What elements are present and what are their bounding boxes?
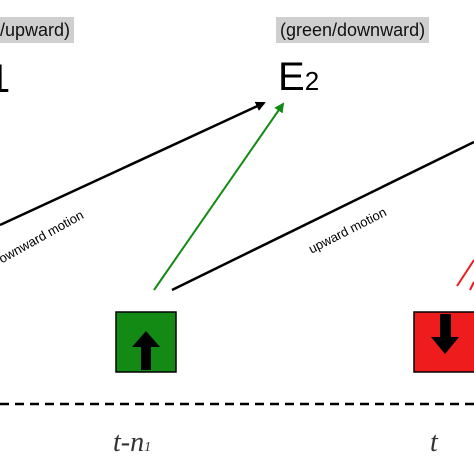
left-state-label-text: d/upward) — [0, 20, 71, 40]
time-tick-t: t — [430, 427, 438, 458]
red-arrow-partial-2 — [469, 281, 474, 291]
tick-left-main: t-n — [113, 427, 145, 458]
right-state-label-text: (green/downward) — [280, 20, 426, 40]
downward-motion-arrow — [0, 101, 266, 227]
down-arrow-icon — [431, 314, 459, 354]
e2-main: E — [278, 55, 305, 99]
tick-left-sub: 1 — [144, 440, 152, 455]
time-tick-t-minus-n1: t-n1 — [113, 427, 151, 459]
red-arrow-partial — [456, 259, 474, 287]
e2-sub: 2 — [304, 66, 320, 96]
green-arrow-to-e2 — [153, 102, 285, 291]
up-arrow-icon — [132, 331, 160, 370]
left-state-label: d/upward) — [0, 17, 75, 43]
upward-motion-line — [171, 140, 474, 292]
energy-e1-label: 1 — [0, 57, 10, 102]
e1-sub: 1 — [0, 57, 10, 101]
right-state-label: (green/downward) — [276, 17, 430, 43]
energy-e2-label: E2 — [278, 55, 319, 100]
